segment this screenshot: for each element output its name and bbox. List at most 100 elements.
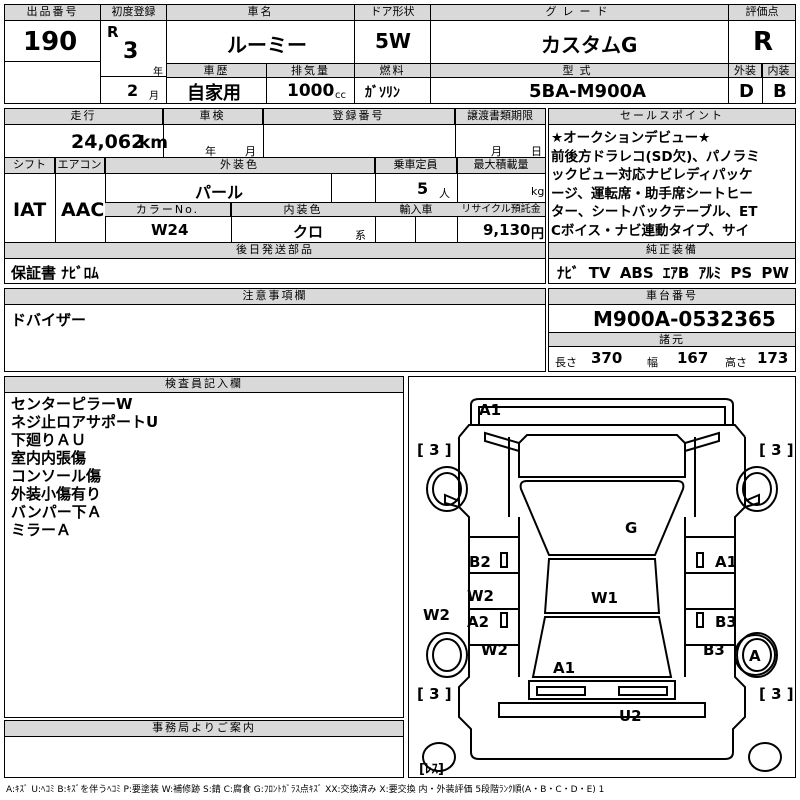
color-no-value: W24 [151,221,189,239]
inspector-line: センターピラーW [11,395,133,413]
tire-rr: [ 3 ] [759,685,794,703]
equip-item: ｱﾙﾐ [698,264,722,282]
score-cell: 評価点 R 外装 内装 D B [729,5,795,103]
shift-value: IAT [13,199,47,221]
chassis-label: 車台番号 [549,289,795,305]
mark: A2 [467,613,489,631]
displacement-cell: 排気量 1000 cc [267,64,355,103]
sales-points-text: ★オークションデビュー★ 前後方ドラレコ(SD欠)、パノラミ ックビュー対応ナビ… [551,129,760,240]
inspector-line: 下廻りＡＵ [11,431,87,449]
transfer-day: 日 [531,145,542,158]
mark: A1 [553,659,575,677]
mark: W2 [467,587,494,605]
car-name-cell: 車名 ルーミー [167,5,355,63]
inspector-notes: センターピラーW ネジ止ロアサポートU 下廻りＡＵ 室内内張傷 コンソール傷 外… [11,395,158,539]
notes-section: 注意事項欄 ドバイザー [4,288,546,372]
inspector-line: バンパー下Ａ [11,503,102,521]
int-color-unit: 系 [355,229,366,242]
displacement-value: 1000 [287,81,335,101]
history-value: 自家用 [187,83,241,104]
mileage-unit: km [139,133,169,153]
era-value: R [107,23,119,41]
mileage-value: 24,062 [71,131,145,153]
mark: A1 [715,553,737,571]
car-name-label: 車名 [167,5,354,21]
inspector-line: ネジ止ロアサポートU [11,413,159,431]
ac-value: AAC [61,199,105,221]
door-cell: ドア形状 5W [355,5,431,63]
model-cell: 型式 5BA-M900A [431,64,729,103]
inspector-line: ミラーＡ [11,521,72,539]
transfer-label: 譲渡書類期限 [455,109,545,125]
int-color-value: クロ [293,223,324,241]
month-value: 2 [127,81,139,100]
capacity-value: 5 [417,179,429,198]
length-value: 370 [591,349,623,367]
displacement-label: 排気量 [267,64,354,78]
model-label: 型式 [431,64,728,78]
history-cell: 車歴 自家用 [167,64,267,104]
length-label: 長さ [555,356,577,369]
equipment-label: 純正装備 [549,243,795,259]
sales-line: ックビュー対応ナビレディパッケ [551,167,753,183]
fuel-cell: 燃料 ｶﾞｿﾘﾝ [355,64,431,103]
lot-cell: 出品番号 190 [5,5,101,103]
notes-value: ドバイザー [11,311,87,329]
top-section: 出品番号 190 初度登録 R 3 年 2 月 車名 ルーミー ドア形状 5W … [4,4,796,104]
door-label: ドア形状 [355,5,430,21]
equip-item: TV [588,264,611,282]
mark: W2 [423,606,450,624]
door-value: 5W [375,29,411,53]
office-label: 事務局よりご案内 [5,721,403,737]
recycle-label: リサイクル預託金 [457,203,545,217]
year-value: 3 [123,39,139,64]
int-color-label: 内装色 [231,203,375,217]
mileage-label: 走行 [5,109,163,125]
sales-line: ージ、運転席・助手席シートヒー [551,185,753,202]
equip-item: ABS [619,264,654,282]
later-parts-value: 保証書 ﾅﾋﾞﾛﾑ [11,264,99,282]
inspector-section: 検査員記入欄 センターピラーW ネジ止ロアサポートU 下廻りＡＵ 室内内張傷 コ… [4,376,404,718]
fuel-value: ｶﾞｿﾘﾝ [365,85,400,101]
inspector-label: 検査員記入欄 [5,377,403,393]
sales-line: Cボイス・ナビ連動タイプ、サイ [551,222,750,239]
equip-item: PS [730,264,753,282]
sales-line: ター、シートバックテーブル、ET [551,204,758,220]
grade-cell: グレード カスタムG [431,5,729,63]
office-section: 事務局よりご案内 [4,720,404,778]
inspection-label: 車検 [163,109,263,125]
color-no-label: カラーNo. [105,203,231,217]
inspection-month: 月 [245,145,256,158]
sales-line: 前後方ドラレコ(SD欠)、パノラミ [551,148,760,165]
month-unit: 月 [149,91,159,102]
height-label: 高さ [725,356,747,369]
equip-item: PW [761,264,789,282]
sales-line: ★オークションデビュー★ [551,130,711,146]
mark: A1 [479,401,501,419]
legend: A:ｷｽﾞ U:ﾍｺﾐ B:ｷｽﾞを伴うﾍｺﾐ P:要塗装 W:補修跡 S:錆 … [6,785,605,795]
sales-points-section: セールスポイント ★オークションデビュー★ 前後方ドラレコ(SD欠)、パノラミ … [548,108,796,284]
history-label: 車歴 [167,64,266,78]
width-label: 幅 [647,356,658,369]
interior-value: B [773,81,787,102]
first-reg-label: 初度登録 [101,5,166,21]
import-label: 輸入車 [375,203,457,217]
inspector-line: 外装小傷有り [11,485,102,503]
mark: W2 [481,641,508,659]
load-unit: kg [531,185,545,198]
score-value: R [753,27,774,57]
sales-points-label: セールスポイント [549,109,795,125]
model-value: 5BA-M900A [529,81,647,102]
detail-section: 走行 車検 登録番号 譲渡書類期限 24,062 km 年 月 月 日 シフト … [4,108,546,284]
exterior-label: 外装 [729,64,762,78]
shift-label: シフト [5,158,55,174]
mark: G [625,519,637,537]
mark: B3 [715,613,737,631]
fuel-label: 燃料 [355,64,430,78]
chassis-section: 車台番号 M900A-0532365 諸元 長さ 370 幅 167 高さ 17… [548,288,796,372]
chassis-value: M900A-0532365 [593,307,776,331]
mark: W1 [591,589,618,607]
equip-item: ﾅﾋﾞ [557,264,580,282]
reg-no-label: 登録番号 [263,109,455,125]
tire-rl: [ 3 ] [417,685,452,703]
